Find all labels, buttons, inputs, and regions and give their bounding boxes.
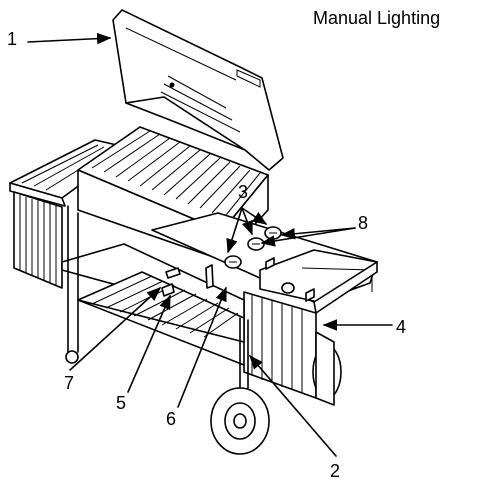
burner-knobs [224,226,315,302]
arrow-5 [127,294,171,393]
callout-label-2: 2 [330,461,341,481]
arrow-7 [69,287,162,371]
arrow-2 [249,354,337,457]
callout-arrows [27,32,393,457]
arrow-3b [241,207,253,236]
callout-label-4: 4 [396,317,407,337]
arrow-1 [27,32,112,45]
callout-label-6: 6 [166,409,177,429]
callout-label-1: 1 [7,29,18,49]
arrow-8a [260,227,356,247]
callout-label-8: 8 [358,213,369,233]
grill-lid [112,9,284,171]
callout-label-5: 5 [116,393,127,413]
arrow-3a [226,207,243,254]
arrow-3c [241,207,268,225]
callout-label-3: 3 [238,182,249,202]
callout-label-7: 7 [64,373,75,393]
cart-frame [61,205,270,455]
arrow-6 [177,286,227,408]
right-side-shelf [151,212,378,406]
diagram-title: Manual Lighting [313,8,441,28]
arrow-8b [280,227,356,240]
